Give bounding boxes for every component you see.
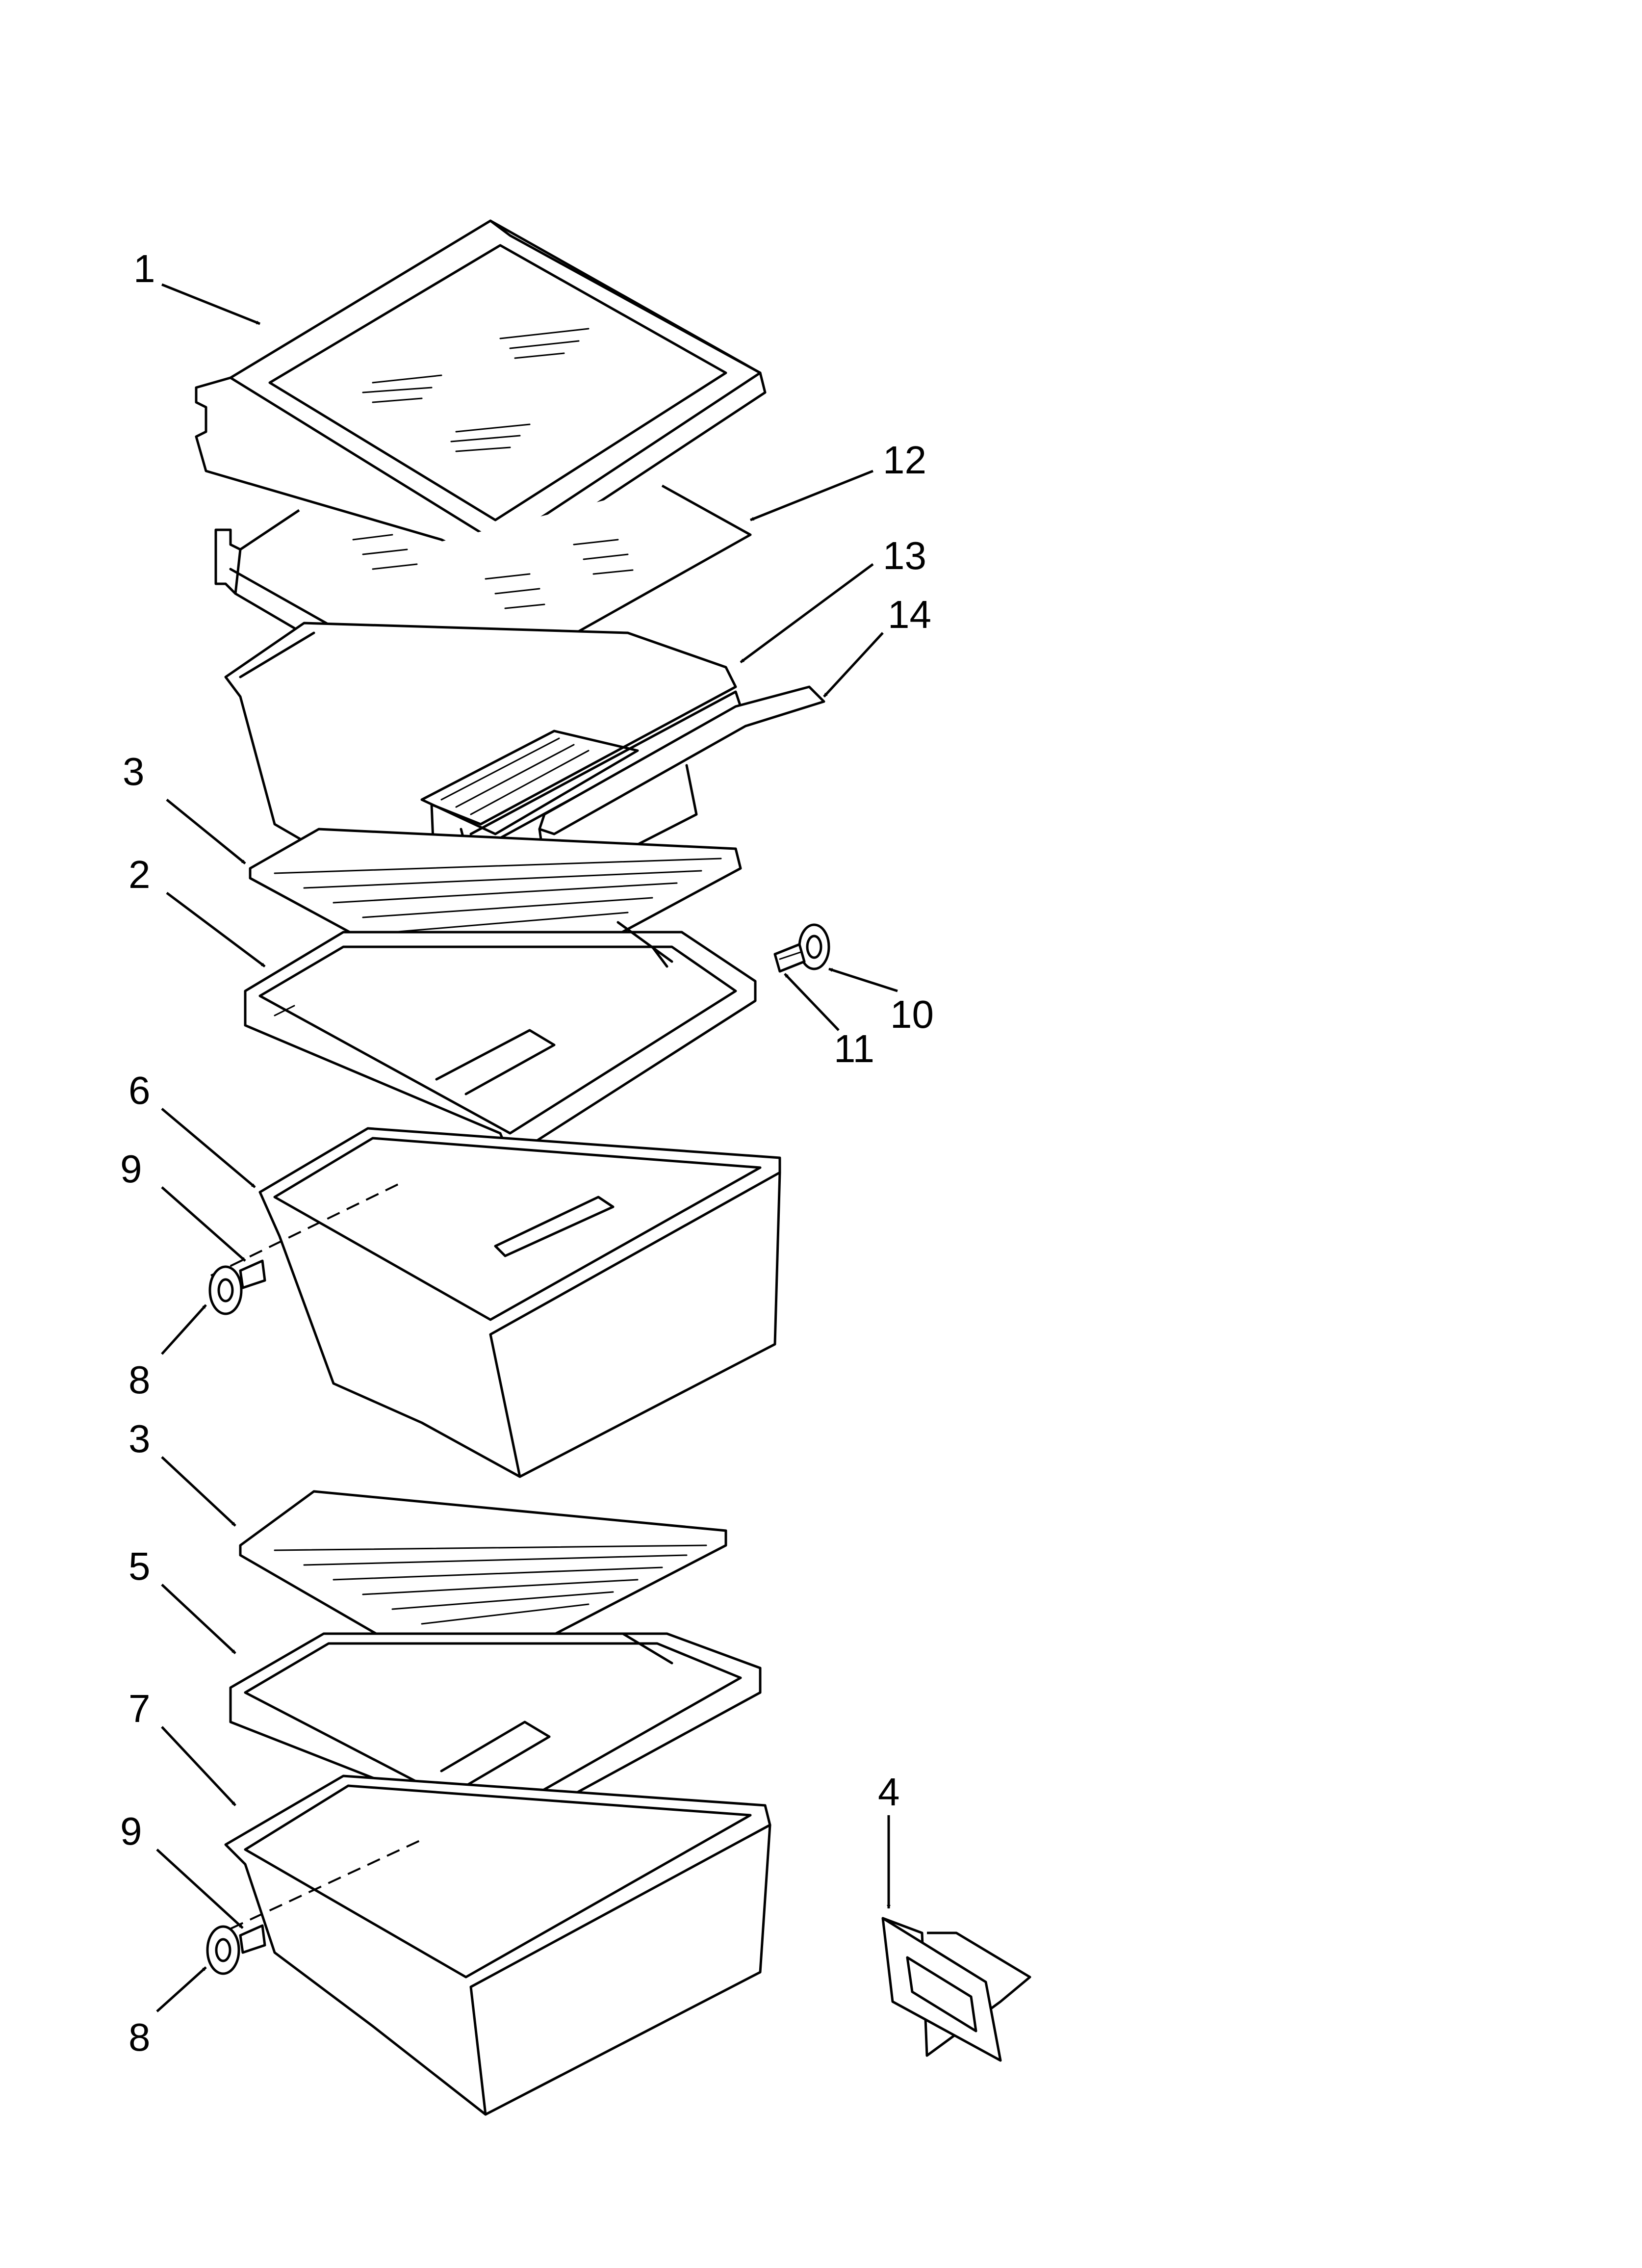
callout-14: 14 xyxy=(888,593,931,636)
leader-9b xyxy=(156,1849,244,1929)
leader-1 xyxy=(161,283,260,325)
callout-8-upper: 8 xyxy=(128,1358,151,1402)
leader-7 xyxy=(161,1726,236,1806)
leader-3b xyxy=(161,1456,236,1527)
part-3-upper-shelf-insert xyxy=(249,828,742,1007)
leader-14 xyxy=(823,632,884,698)
part-4-label-pocket xyxy=(881,1917,1031,2062)
leader-2 xyxy=(166,892,266,967)
part-11-screw xyxy=(773,943,806,973)
callout-1: 1 xyxy=(133,247,155,290)
part-9-lower-screw xyxy=(239,1924,266,1954)
leader-6 xyxy=(161,1108,256,1188)
part-1-shelf-frame xyxy=(195,219,767,566)
callout-7: 7 xyxy=(128,1687,151,1730)
part-9-upper-screw xyxy=(239,1259,266,1289)
leader-9a xyxy=(161,1186,246,1262)
leader-12 xyxy=(750,469,873,521)
leader-13 xyxy=(740,563,874,664)
part-6-upper-crisper-drawer xyxy=(210,1127,781,1478)
leader-10 xyxy=(828,967,898,992)
leader-lines xyxy=(156,283,898,2012)
callout-9-upper: 9 xyxy=(120,1147,142,1191)
callout-9-lower: 9 xyxy=(120,1809,142,1853)
callout-8-lower: 8 xyxy=(128,2015,151,2059)
leader-11 xyxy=(784,973,840,1031)
part-10-glide xyxy=(798,923,830,970)
leader-8b xyxy=(156,1966,207,2012)
callout-10: 10 xyxy=(890,992,934,1036)
leader-5 xyxy=(161,1584,236,1654)
callout-3-lower: 3 xyxy=(128,1417,151,1460)
part-3-lower-shelf-insert xyxy=(239,1490,727,1684)
callout-13: 13 xyxy=(883,534,926,577)
leader-3a xyxy=(166,799,246,864)
part-7-lower-crisper-drawer xyxy=(210,1774,771,2116)
callout-3-upper: 3 xyxy=(123,750,145,793)
callout-12: 12 xyxy=(883,438,926,482)
callout-6: 6 xyxy=(128,1069,151,1112)
part-2-upper-frame xyxy=(244,921,757,1159)
part-8-lower-glide xyxy=(206,1925,240,1975)
part-8-upper-glide xyxy=(208,1265,243,1315)
callout-5: 5 xyxy=(128,1544,151,1588)
callout-11: 11 xyxy=(834,1027,874,1070)
callout-labels: 1 12 13 14 3 2 10 11 6 9 8 3 5 7 9 8 4 xyxy=(120,247,934,2059)
callout-2: 2 xyxy=(128,853,151,896)
callout-4: 4 xyxy=(878,1770,900,1814)
leader-8a xyxy=(161,1304,207,1355)
